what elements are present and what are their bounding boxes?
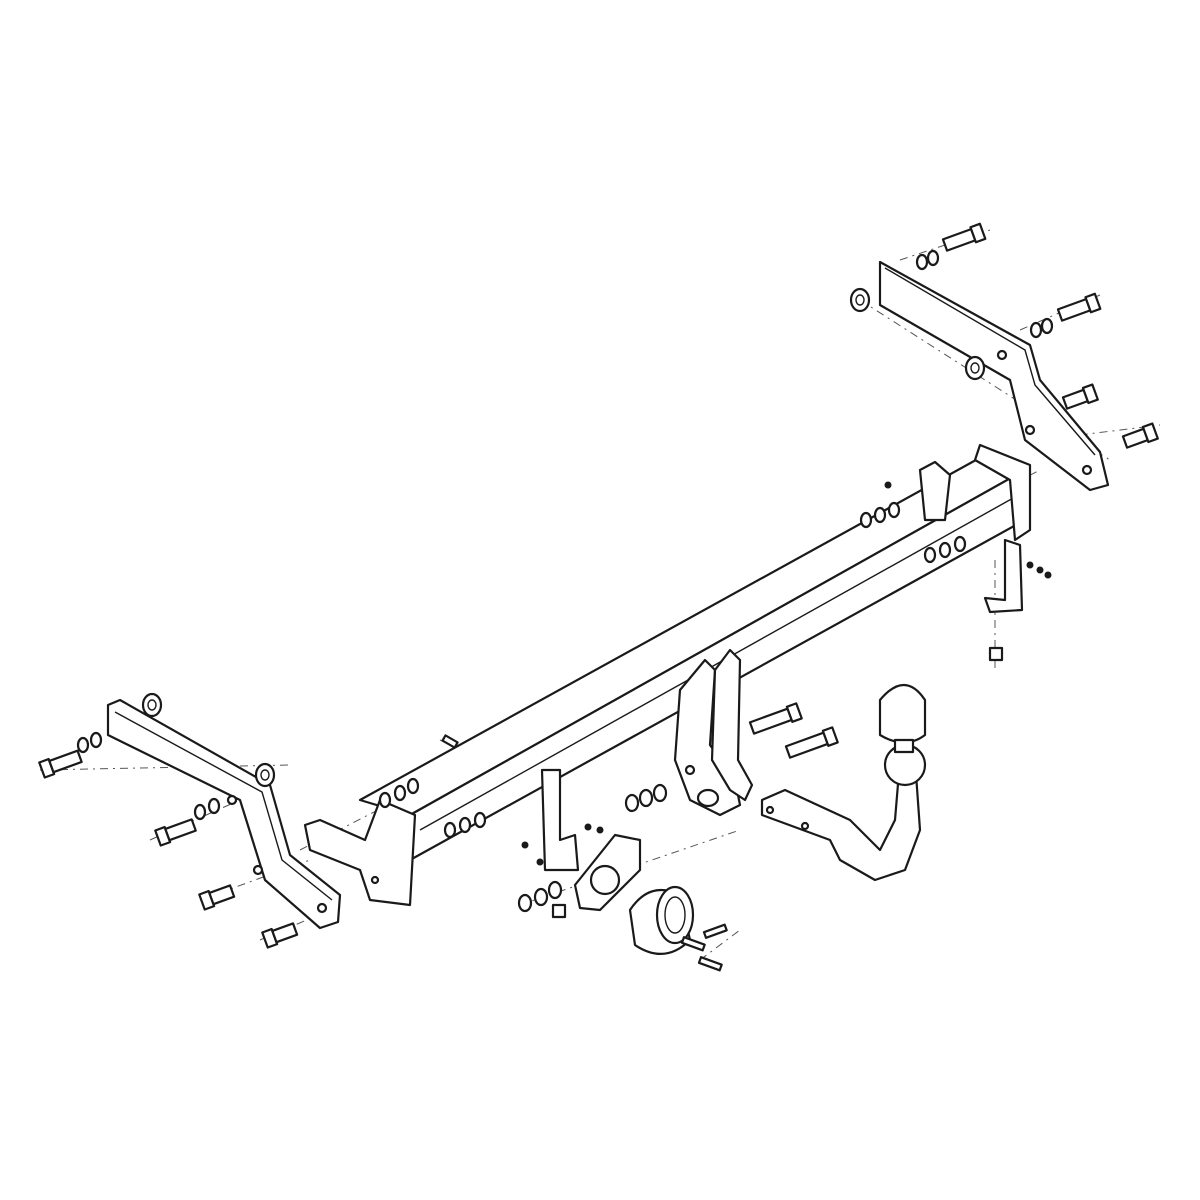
left-mounting-bracket bbox=[106, 698, 342, 930]
small-nuts-washers bbox=[378, 481, 967, 919]
center-hitch-mount-plates bbox=[673, 648, 754, 817]
electrical-socket bbox=[628, 885, 728, 972]
tow-ball-arm bbox=[760, 684, 927, 882]
left-crossbar-end-plate bbox=[303, 798, 417, 907]
left-spacers bbox=[141, 692, 276, 788]
mount-bolts bbox=[624, 702, 839, 813]
right-mounting-bracket bbox=[878, 260, 1110, 492]
left-bolts bbox=[38, 731, 299, 949]
right-support-bracket bbox=[983, 538, 1052, 662]
right-spacers bbox=[849, 287, 986, 381]
right-crossbar-end-plate bbox=[918, 460, 952, 522]
socket-mounting-plate bbox=[540, 768, 642, 912]
right-bolts bbox=[915, 222, 1159, 449]
